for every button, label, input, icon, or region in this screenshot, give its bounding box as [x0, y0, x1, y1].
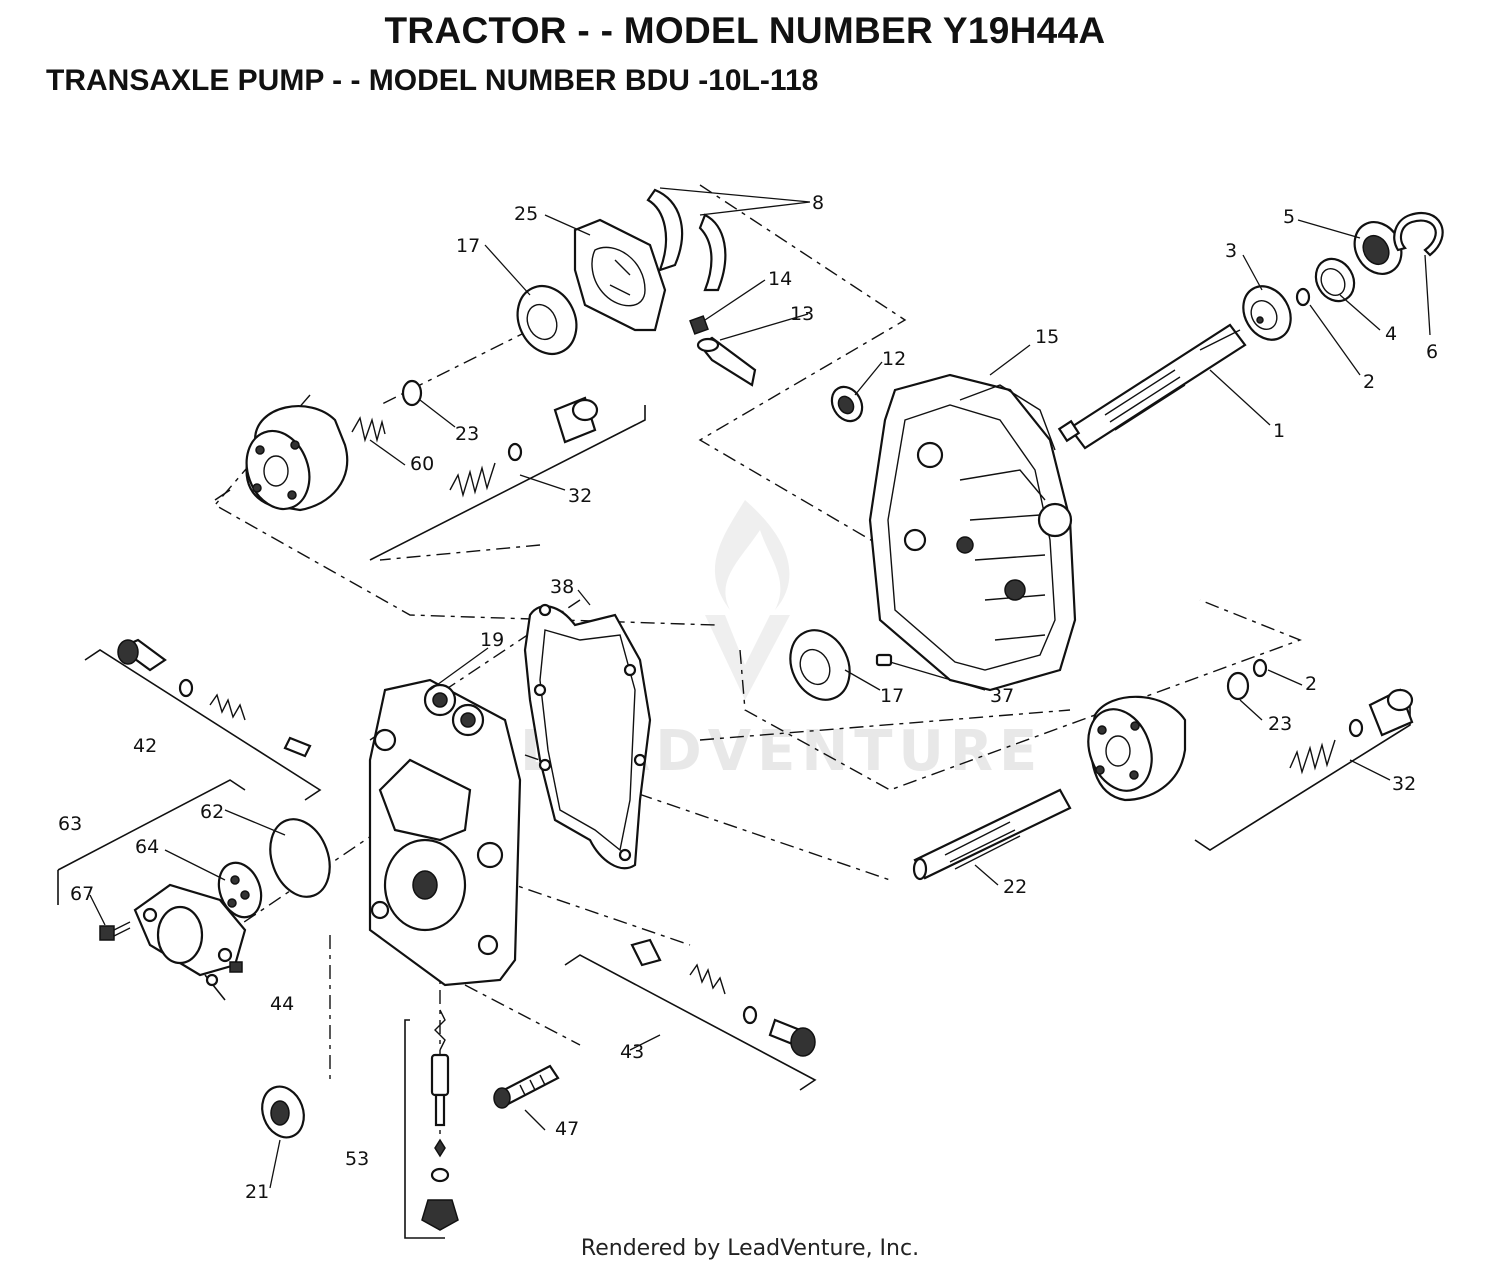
callout-13: 13 [790, 303, 814, 325]
callout-2-lower: 2 [1305, 673, 1317, 695]
callout-3: 3 [1225, 240, 1237, 262]
callout-67: 67 [70, 883, 94, 905]
callout-2: 2 [1363, 371, 1375, 393]
part-60-spring [351, 416, 386, 443]
part-32-check-valve-lower [1289, 688, 1414, 775]
callout-4: 4 [1385, 323, 1397, 345]
callout-47: 47 [555, 1118, 579, 1140]
callout-21: 21 [245, 1181, 269, 1203]
callout-5: 5 [1283, 206, 1295, 228]
diagram-subtitle: TRANSAXLE PUMP - - MODEL NUMBER BDU -10L… [46, 64, 819, 97]
part-15-housing [868, 373, 1077, 692]
part-37-pin [875, 653, 893, 667]
callout-8: 8 [812, 192, 824, 214]
part-3-bearing [1242, 285, 1292, 341]
callout-19: 19 [480, 629, 504, 651]
part-62-oring-large [269, 818, 331, 898]
callout-62: 62 [200, 801, 224, 823]
callout-17-lower: 17 [880, 685, 904, 707]
callout-43: 43 [620, 1041, 644, 1063]
part-4-washer [1314, 257, 1356, 303]
part-17-seal-upper [516, 285, 578, 355]
callout-12: 12 [882, 348, 906, 370]
part-25-cradle [573, 218, 667, 332]
part-14-block [689, 315, 709, 335]
callout-63: 63 [58, 813, 82, 835]
callout-23-lower: 23 [1268, 713, 1292, 735]
callout-17: 17 [456, 235, 480, 257]
callout-60: 60 [410, 453, 434, 475]
footer-credit: Rendered by LeadVenture, Inc. [580, 1236, 920, 1261]
callout-1: 1 [1273, 420, 1285, 442]
part-42-relief-valve [117, 638, 312, 758]
part-23-ring-lower [1226, 671, 1250, 701]
diagram-title: TRACTOR - - MODEL NUMBER Y19H44A [384, 10, 1106, 51]
part-53-bypass-valve [421, 1009, 459, 1231]
part-21-seal [261, 1085, 305, 1139]
callout-44: 44 [270, 993, 294, 1015]
part-23-ring-upper [401, 379, 423, 407]
callout-14: 14 [768, 268, 792, 290]
callout-labels: 8 25 17 14 13 23 60 32 12 15 3 5 4 6 2 1… [58, 192, 1438, 1203]
part-63-charge-pump-cover [133, 883, 247, 977]
part-2-oring-lower [1252, 658, 1268, 678]
callout-32: 32 [568, 485, 592, 507]
callout-23: 23 [455, 423, 479, 445]
cylinder-block-lower [1087, 695, 1187, 802]
leader-lines [89, 187, 1431, 1189]
part-17-seal-lower [789, 629, 851, 701]
callout-22: 22 [1003, 876, 1027, 898]
callout-15: 15 [1035, 326, 1059, 348]
part-64-gerotor [217, 861, 263, 919]
callout-38: 38 [550, 576, 574, 598]
part-43-relief-valve [630, 938, 816, 1057]
part-44-plug [205, 961, 243, 987]
part-1-input-shaft [1057, 323, 1247, 450]
part-19-end-cap [368, 678, 522, 987]
part-5-seal [1353, 221, 1403, 275]
callout-64: 64 [135, 836, 159, 858]
part-22-output-shaft [912, 788, 1072, 881]
callout-37: 37 [990, 685, 1014, 707]
part-32-check-valve-upper [449, 396, 599, 498]
callout-53: 53 [345, 1148, 369, 1170]
part-38-gasket [523, 603, 652, 870]
callout-42: 42 [133, 735, 157, 757]
part-12-seal [830, 385, 864, 423]
part-13-control-shaft [696, 336, 757, 387]
part-2-oring-upper [1295, 287, 1311, 307]
callout-6: 6 [1426, 341, 1438, 363]
cylinder-block-upper [245, 405, 349, 512]
part-6-snap-ring [1393, 212, 1444, 257]
part-47-bolt [493, 1064, 560, 1109]
part-8-bearing-strips [646, 188, 727, 292]
callout-32-lower: 32 [1392, 773, 1416, 795]
callout-25: 25 [514, 203, 538, 225]
part-67-screw [99, 921, 131, 941]
